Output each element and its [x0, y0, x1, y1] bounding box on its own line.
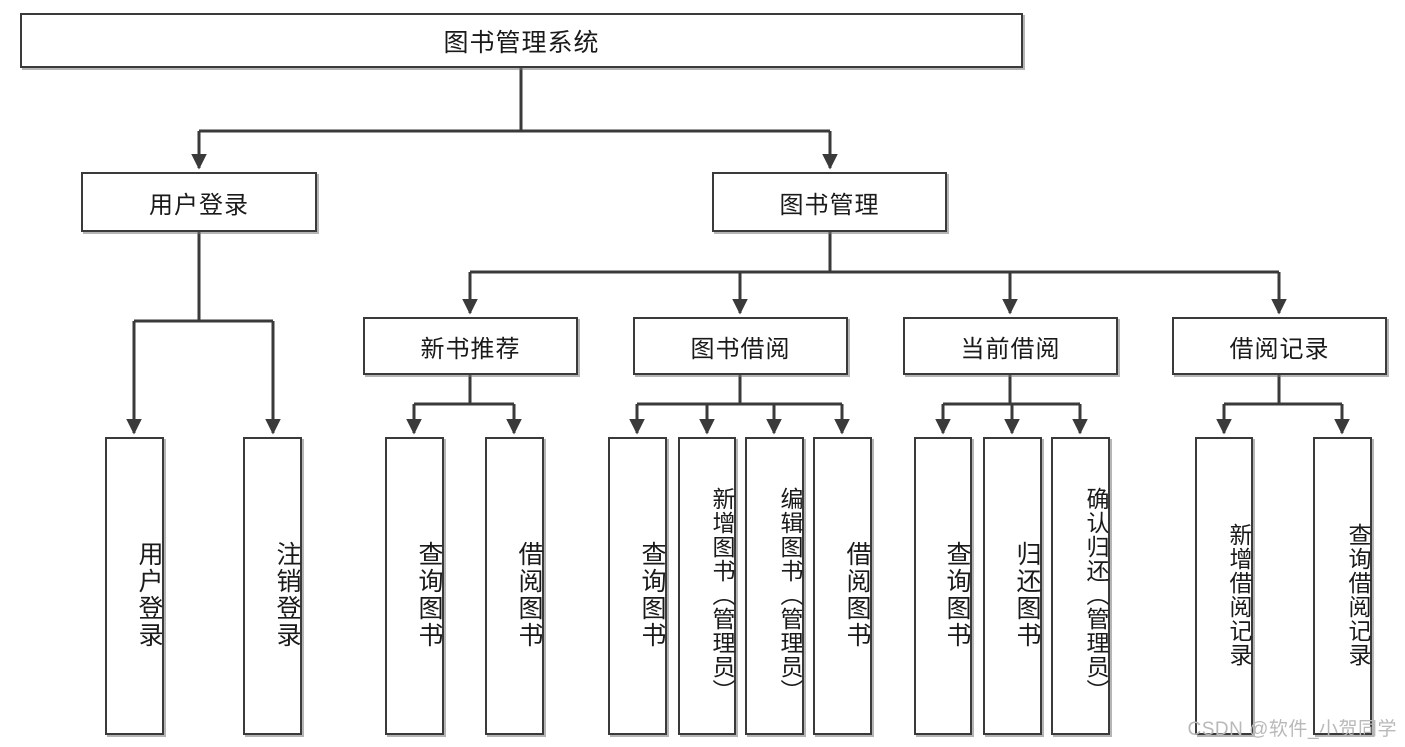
leaf-borrow-book-recommend[interactable]: 借阅图书 — [485, 437, 544, 735]
leaf-add-borrow-record[interactable]: 新增借阅记录 — [1195, 437, 1253, 735]
leaf-query-book-current[interactable]: 查询图书 — [914, 437, 972, 735]
leaf-confirm-return-admin[interactable]: 确认归还（管理员） — [1051, 437, 1110, 735]
node-user-login[interactable]: 用户登录 — [81, 172, 317, 232]
leaf-return-book[interactable]: 归还图书 — [983, 437, 1042, 735]
leaf-edit-book-admin[interactable]: 编辑图书（管理员） — [745, 437, 804, 735]
leaf-logout[interactable]: 注销登录 — [243, 437, 302, 735]
watermark-text: CSDN @软件_小贺同学 — [1187, 719, 1397, 740]
leaf-query-book-recommend[interactable]: 查询图书 — [385, 437, 444, 735]
node-borrow-record[interactable]: 借阅记录 — [1172, 317, 1387, 375]
node-new-book-recommend[interactable]: 新书推荐 — [363, 317, 578, 375]
node-root-system[interactable]: 图书管理系统 — [20, 13, 1023, 68]
node-book-borrow[interactable]: 图书借阅 — [633, 317, 848, 375]
node-current-borrow[interactable]: 当前借阅 — [903, 317, 1118, 375]
leaf-borrow-book[interactable]: 借阅图书 — [813, 437, 872, 735]
leaf-query-borrow-record[interactable]: 查询借阅记录 — [1313, 437, 1372, 735]
leaf-user-login[interactable]: 用户登录 — [105, 437, 164, 735]
node-book-management[interactable]: 图书管理 — [712, 172, 947, 232]
leaf-add-book-admin[interactable]: 新增图书（管理员） — [678, 437, 736, 735]
leaf-query-book-borrow[interactable]: 查询图书 — [608, 437, 667, 735]
